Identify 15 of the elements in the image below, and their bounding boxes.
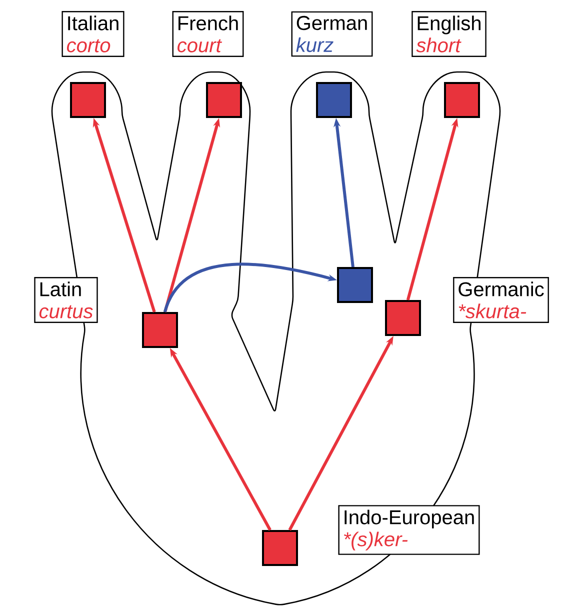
label-box: Italian corto	[62, 11, 124, 57]
square-marker	[70, 82, 106, 118]
square-marker	[316, 82, 352, 118]
square-marker	[444, 82, 480, 118]
square-marker	[142, 312, 178, 348]
square-marker	[262, 530, 298, 566]
square-marker	[337, 267, 373, 303]
square-marker	[206, 82, 242, 118]
label-box: Latin curtus	[34, 277, 98, 323]
label-box: French court	[172, 11, 244, 57]
label-box: English short	[412, 11, 486, 57]
label-box: Indo-European *(s)ker-	[338, 505, 480, 555]
label-box: Germanic *skurta-	[453, 277, 549, 323]
square-marker	[385, 300, 421, 336]
label-box: German kurz	[291, 11, 373, 57]
